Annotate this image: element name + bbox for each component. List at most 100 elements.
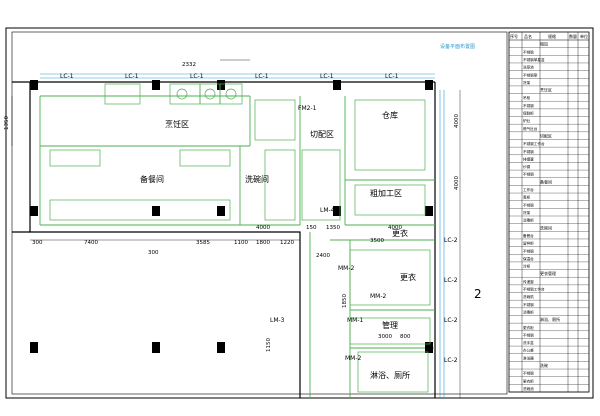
dim-3585: 3585 — [196, 240, 210, 246]
room-changing-1: 更衣 — [392, 228, 408, 238]
dim-150: 150 — [306, 225, 317, 231]
table-section-title: 淋浴、厕所 — [540, 316, 560, 322]
dim-4000v2: 4000 — [454, 176, 460, 190]
dim-300b: 300 — [148, 250, 159, 256]
room-management: 管理 — [382, 320, 398, 330]
table-row-name: 工作台 — [523, 187, 534, 192]
table-row-name: 货架 — [523, 80, 531, 85]
table-row-name: 保鲜柜 — [523, 111, 534, 116]
table-row-name: 淋浴器 — [523, 355, 534, 360]
dim-1850: 1850 — [342, 294, 348, 308]
lc2-label-2: LC-2 — [444, 277, 458, 284]
table-row-name: 冷柜 — [523, 264, 531, 269]
table-row-name: 办公桌 — [523, 348, 534, 353]
lc-label-5: LC-1 — [320, 73, 334, 80]
lc-label-6: LC-1 — [385, 73, 399, 80]
table-row-name: 洗菜池 — [523, 65, 534, 70]
room-warehouse: 仓库 — [382, 110, 398, 120]
dim-1150: 1150 — [266, 338, 272, 352]
dim-800: 800 — [400, 334, 411, 340]
dim-1220: 1220 — [280, 240, 294, 246]
room-cooking: 烹饪区 — [165, 119, 189, 129]
table-row-name: 消毒柜 — [523, 309, 534, 314]
lc2-labels: LC-2 LC-2 LC-2 LC-2 — [444, 237, 458, 364]
dim-4000a: 4000 — [256, 225, 270, 231]
table-row-name: 不锈钢 — [523, 332, 534, 337]
dim-3000: 3000 — [378, 334, 392, 340]
table-row-name: 消毒柜 — [523, 218, 534, 223]
table-row-name: 不锈钢案 — [523, 72, 538, 77]
table-header-name: 品名 — [524, 33, 532, 39]
table-row-name: 吊柜 — [523, 95, 531, 100]
table-section-title: 洗碗 — [540, 362, 548, 368]
table-row-name: 不锈钢 — [523, 248, 534, 253]
table-section-title: 烹饪区 — [540, 87, 552, 93]
mm1-label: MM-1 — [347, 317, 364, 324]
table-row-name: 不锈钢工作台 — [523, 287, 545, 292]
table-row-name: 备餐台 — [523, 233, 534, 238]
table-header-unit: 单位 — [580, 33, 588, 39]
room-cutting: 切配区 — [310, 130, 334, 139]
dim-1800: 1800 — [256, 240, 270, 246]
table-row-name: 不锈钢工作台 — [523, 141, 545, 146]
lc2-label-3: LC-2 — [444, 317, 458, 324]
lc-labels: LC-1 LC-1 LC-1 LC-1 LC-1 LC-1 — [60, 73, 399, 80]
table-row-name: 洗碗池 — [523, 386, 534, 391]
table-header-spec: 规格 — [548, 33, 556, 39]
top-note: 设备平面布置图 — [440, 43, 475, 50]
table-row-name: 不锈钢 — [523, 149, 534, 154]
table-row-name: 炉灶 — [523, 118, 531, 123]
top-windows — [40, 73, 435, 79]
dim-4000v1: 4000 — [454, 114, 460, 128]
dim-3500: 3500 — [370, 238, 384, 244]
table-row-name: 燃气灶台 — [523, 126, 538, 131]
table-header-no: 序号 — [510, 33, 518, 39]
lc-label-2: LC-1 — [125, 73, 139, 80]
table-row-name: 蒸柜 — [523, 195, 531, 200]
table-section-title: 切配区 — [540, 132, 552, 138]
table-row-name: 洗手盆 — [523, 340, 534, 345]
right-windows — [439, 90, 445, 398]
table-row-name: 不锈钢 — [523, 172, 534, 177]
lc2-label-1: LC-2 — [444, 237, 458, 244]
dimension-lines — [11, 59, 461, 398]
table-row-name: 不锈钢 — [523, 202, 534, 207]
dim-1350: 1350 — [326, 225, 340, 231]
table-section-title: 更衣管理 — [540, 270, 556, 276]
table-row-name: 货架 — [523, 210, 531, 215]
table-row-name: 留样柜 — [523, 241, 534, 246]
room-serving-prep: 备餐间 — [140, 174, 164, 184]
dim-7400: 7400 — [84, 240, 98, 246]
mm2-label-2: MM-2 — [370, 293, 387, 300]
table-row-name: 不锈钢 — [523, 371, 534, 376]
room-shower-toilet: 淋浴、厕所 — [370, 370, 410, 380]
table-row-name: 保温台 — [523, 256, 534, 261]
interior-partitions — [39, 95, 435, 398]
structural-columns — [30, 80, 433, 353]
table-row-name: 更衣柜 — [523, 378, 534, 383]
table-row-name: 不锈钢 — [523, 103, 534, 108]
table-row-name: 不锈钢单星盆 — [523, 57, 545, 62]
lm4-label: LM-4 — [320, 207, 335, 214]
table-section-title: 备餐间 — [540, 178, 552, 184]
table-header-qty: 数量 — [569, 33, 577, 39]
inner-border — [11, 31, 508, 395]
fm2-label: FM2-1 — [298, 105, 317, 112]
dim-2400: 2400 — [316, 253, 330, 259]
dim-300a: 300 — [32, 240, 43, 246]
mm2-label-3: MM-2 — [345, 355, 362, 362]
table-section-title: 洗碗间 — [540, 224, 552, 230]
table-row-name: 更衣柜 — [523, 325, 534, 330]
table-row-name: 传递窗 — [523, 279, 534, 284]
table-row-name: 炒锅 — [523, 164, 531, 169]
lc-label-4: LC-1 — [255, 73, 269, 80]
dim-1100: 1100 — [234, 240, 248, 246]
table-row-name: 排烟罩 — [523, 156, 534, 161]
cooking-equipment — [49, 83, 431, 393]
dim-1350v: 1350 — [4, 116, 10, 130]
table-row-name: 不锈钢 — [523, 302, 534, 307]
dim-4000b: 4000 — [388, 225, 402, 231]
equipment-table: 粗加不锈钢不锈钢单星盆洗菜池不锈钢案货架烹饪区吊柜不锈钢保鲜柜炉灶燃气灶台切配区… — [508, 31, 590, 393]
table-section-title: 粗加 — [540, 41, 548, 47]
